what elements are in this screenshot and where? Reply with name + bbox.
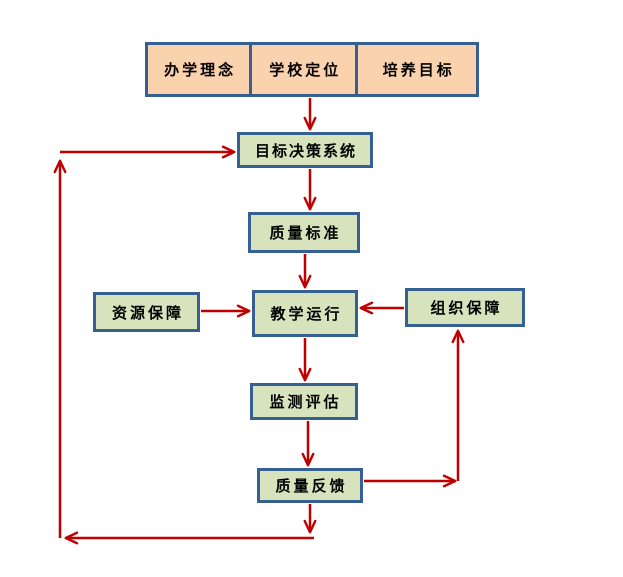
node-quality-standards-label: 质量标准 [269, 225, 342, 242]
cell-school-philosophy-label: 办学理念 [164, 62, 237, 79]
node-organization-support-label: 组织保障 [430, 300, 503, 317]
node-teaching-operation-label: 教学运行 [270, 306, 343, 323]
node-goal-decision-system-label: 目标决策系统 [254, 142, 357, 160]
node-quality-feedback-label: 质量反馈 [275, 478, 348, 495]
top-row: 办学理念 学校定位 培养目标 [145, 42, 479, 97]
cell-training-goals-label: 培养目标 [382, 62, 455, 79]
node-teaching-operation: 教学运行 [252, 290, 358, 337]
node-resource-support: 资源保障 [93, 292, 200, 332]
node-monitoring-evaluation-label: 监测评估 [269, 394, 342, 411]
node-organization-support: 组织保障 [405, 288, 525, 327]
node-monitoring-evaluation: 监测评估 [250, 383, 358, 420]
node-resource-support-label: 资源保障 [111, 304, 184, 322]
cell-school-positioning: 学校定位 [249, 45, 355, 94]
cell-school-philosophy: 办学理念 [148, 45, 249, 94]
node-goal-decision-system: 目标决策系统 [237, 132, 373, 168]
cell-school-positioning-label: 学校定位 [269, 62, 342, 79]
node-quality-standards: 质量标准 [248, 212, 360, 253]
node-quality-feedback: 质量反馈 [257, 468, 363, 503]
cell-training-goals: 培养目标 [355, 45, 476, 94]
